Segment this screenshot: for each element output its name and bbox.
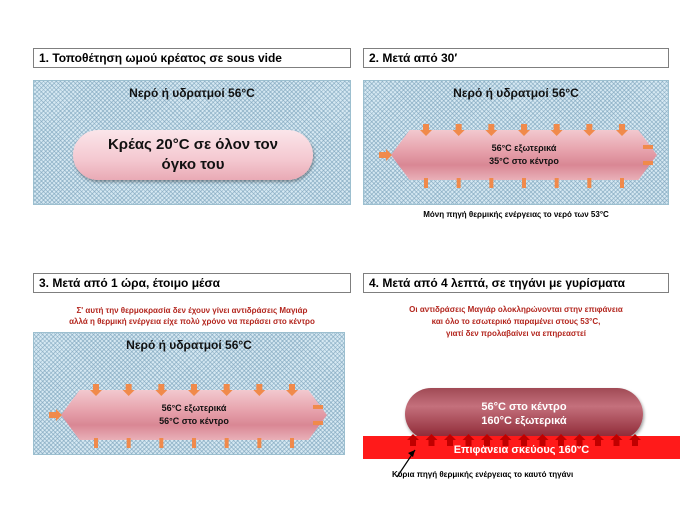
panel-2-title: 2. Μετά από 30′ bbox=[363, 48, 669, 68]
panel-4-source-note: Κύρια πηγή θερμικής ενέργειας το καυτό τ… bbox=[392, 470, 574, 479]
panel-4-note-line1: Οι αντιδράσεις Μαγιάρ ολοκληρώνονται στη… bbox=[409, 305, 623, 314]
heat-arrow-bottom bbox=[126, 438, 131, 448]
panel-4-meat-line2: 160°C εξωτερικά bbox=[481, 415, 567, 427]
pan-heat-arrow-up bbox=[629, 434, 641, 446]
heat-arrow-bottom bbox=[522, 178, 526, 188]
heat-arrow-bottom bbox=[554, 178, 559, 188]
pan-heat-arrow-up bbox=[610, 434, 623, 446]
heat-arrow-bottom bbox=[257, 438, 262, 448]
heat-arrow-down bbox=[583, 124, 596, 136]
panel-3-note: Σ' αυτή την θερμοκρασία δεν έχουν γίνει … bbox=[33, 305, 351, 327]
panel-3-note-line2: αλλά η θερμική ενέργεια είχε πολύ χρόνο … bbox=[69, 317, 315, 326]
heat-arrow-down bbox=[155, 384, 168, 396]
panel-4-title: 4. Μετά από 4 λεπτά, σε τηγάνι με γυρίσμ… bbox=[363, 273, 669, 293]
heat-arrow-right-side bbox=[313, 421, 323, 425]
heat-arrow-left-side bbox=[379, 149, 392, 161]
panel-4-meat: 56°C στο κέντρο 160°C εξωτερικά bbox=[405, 388, 643, 440]
heat-arrow-down bbox=[220, 384, 233, 396]
panel-4-source-arrow bbox=[396, 449, 416, 478]
pan-heat-arrow-up bbox=[407, 434, 419, 446]
panel-1-meat-line2: όγκο του bbox=[161, 156, 225, 173]
heat-arrow-right-side bbox=[643, 161, 653, 165]
pan-heat-arrow-up bbox=[573, 434, 586, 446]
pan-heat-arrow-up bbox=[462, 434, 475, 446]
panel-2-meat: 56°C εξωτερικά 35°C στο κέντρο bbox=[391, 130, 657, 180]
pan-heat-arrow-up bbox=[444, 434, 456, 446]
pan-heat-arrow-up bbox=[425, 434, 438, 446]
panel-3-meat-line2: 56°C στο κέντρο bbox=[159, 416, 229, 426]
pan-heat-arrow-up bbox=[592, 434, 604, 446]
heat-arrow-bottom bbox=[192, 438, 196, 448]
panel-2-arrows bbox=[379, 124, 653, 188]
panel-3-water-label: Νερό ή υδρατμοί 56°C bbox=[126, 338, 252, 352]
heat-arrow-down bbox=[90, 384, 102, 396]
heat-arrow-bottom bbox=[456, 178, 461, 188]
panel-3-arrows bbox=[49, 384, 323, 448]
panel-2-water-label: Νερό ή υδρατμοί 56°C bbox=[453, 86, 579, 100]
panel-4-note: Οι αντιδράσεις Μαγιάρ ολοκληρώνονται στη… bbox=[363, 304, 669, 340]
heat-arrow-bottom bbox=[290, 438, 294, 448]
panel-2-meat-line1: 56°C εξωτερικά bbox=[491, 143, 557, 153]
panel-3-meat-line1: 56°C εξωτερικά bbox=[161, 403, 227, 413]
heat-arrow-bottom bbox=[424, 178, 428, 188]
heat-arrow-down bbox=[452, 124, 465, 136]
heat-arrow-down bbox=[253, 384, 266, 396]
heat-arrow-left-side bbox=[49, 409, 62, 421]
panel-2-meat-line2: 35°C στο κέντρο bbox=[489, 156, 559, 166]
heat-arrow-down bbox=[518, 124, 530, 136]
heat-arrow-down bbox=[616, 124, 628, 136]
panel-4-note-line2: και όλο το εσωτερικό παραμένει στους 53°… bbox=[431, 317, 601, 326]
heat-arrow-down bbox=[420, 124, 432, 136]
heat-arrow-down bbox=[550, 124, 563, 136]
pan-heat-arrow-up bbox=[499, 434, 512, 446]
pan-heat-arrow-up bbox=[555, 434, 567, 446]
panel-1-meat: Κρέας 20°C σε όλον τον όγκο του bbox=[73, 130, 313, 180]
pan-heat-arrow-up bbox=[536, 434, 549, 446]
panel-4-arrows bbox=[407, 434, 641, 446]
heat-arrow-down bbox=[122, 384, 135, 396]
panel-4-meat-line1: 56°C στο κέντρο bbox=[481, 401, 567, 413]
pan-heat-arrow-up bbox=[518, 434, 530, 446]
heat-arrow-right-side bbox=[313, 405, 323, 409]
panel-3-title: 3. Μετά από 1 ώρα, έτοιμο μέσα bbox=[33, 273, 351, 293]
panel-2-note: Μόνη πηγή θερμικής ενέργειας το νερό των… bbox=[423, 210, 609, 219]
heat-arrow-down bbox=[286, 384, 298, 396]
panel-4-pan-label: Επιφάνεια σκεύους 160°C bbox=[453, 444, 590, 456]
panel-4-note-line3: γιατί δεν προλαβαίνει να επηρεαστεί bbox=[446, 329, 586, 338]
heat-arrow-bottom bbox=[94, 438, 98, 448]
panel-1-water-label: Νερό ή υδρατμοί 56°C bbox=[129, 86, 255, 100]
heat-arrow-down bbox=[188, 384, 200, 396]
heat-arrow-bottom bbox=[489, 178, 494, 188]
source-pointer-head bbox=[408, 450, 415, 457]
heat-arrow-right-side bbox=[643, 145, 653, 149]
panel-3-note-line1: Σ' αυτή την θερμοκρασία δεν έχουν γίνει … bbox=[76, 306, 308, 315]
panel-3-meat: 56°C εξωτερικά 56°C στο κέντρο bbox=[61, 390, 327, 440]
heat-arrow-bottom bbox=[587, 178, 592, 188]
heat-arrow-bottom bbox=[620, 178, 624, 188]
heat-arrow-bottom bbox=[224, 438, 229, 448]
heat-arrow-bottom bbox=[159, 438, 164, 448]
panel-1-title: 1. Τοποθέτηση ωμού κρέατος σε sous vide bbox=[33, 48, 351, 68]
heat-arrow-down bbox=[485, 124, 498, 136]
panel-1-meat-line1: Κρέας 20°C σε όλον τον bbox=[107, 136, 279, 153]
pan-heat-arrow-up bbox=[481, 434, 493, 446]
